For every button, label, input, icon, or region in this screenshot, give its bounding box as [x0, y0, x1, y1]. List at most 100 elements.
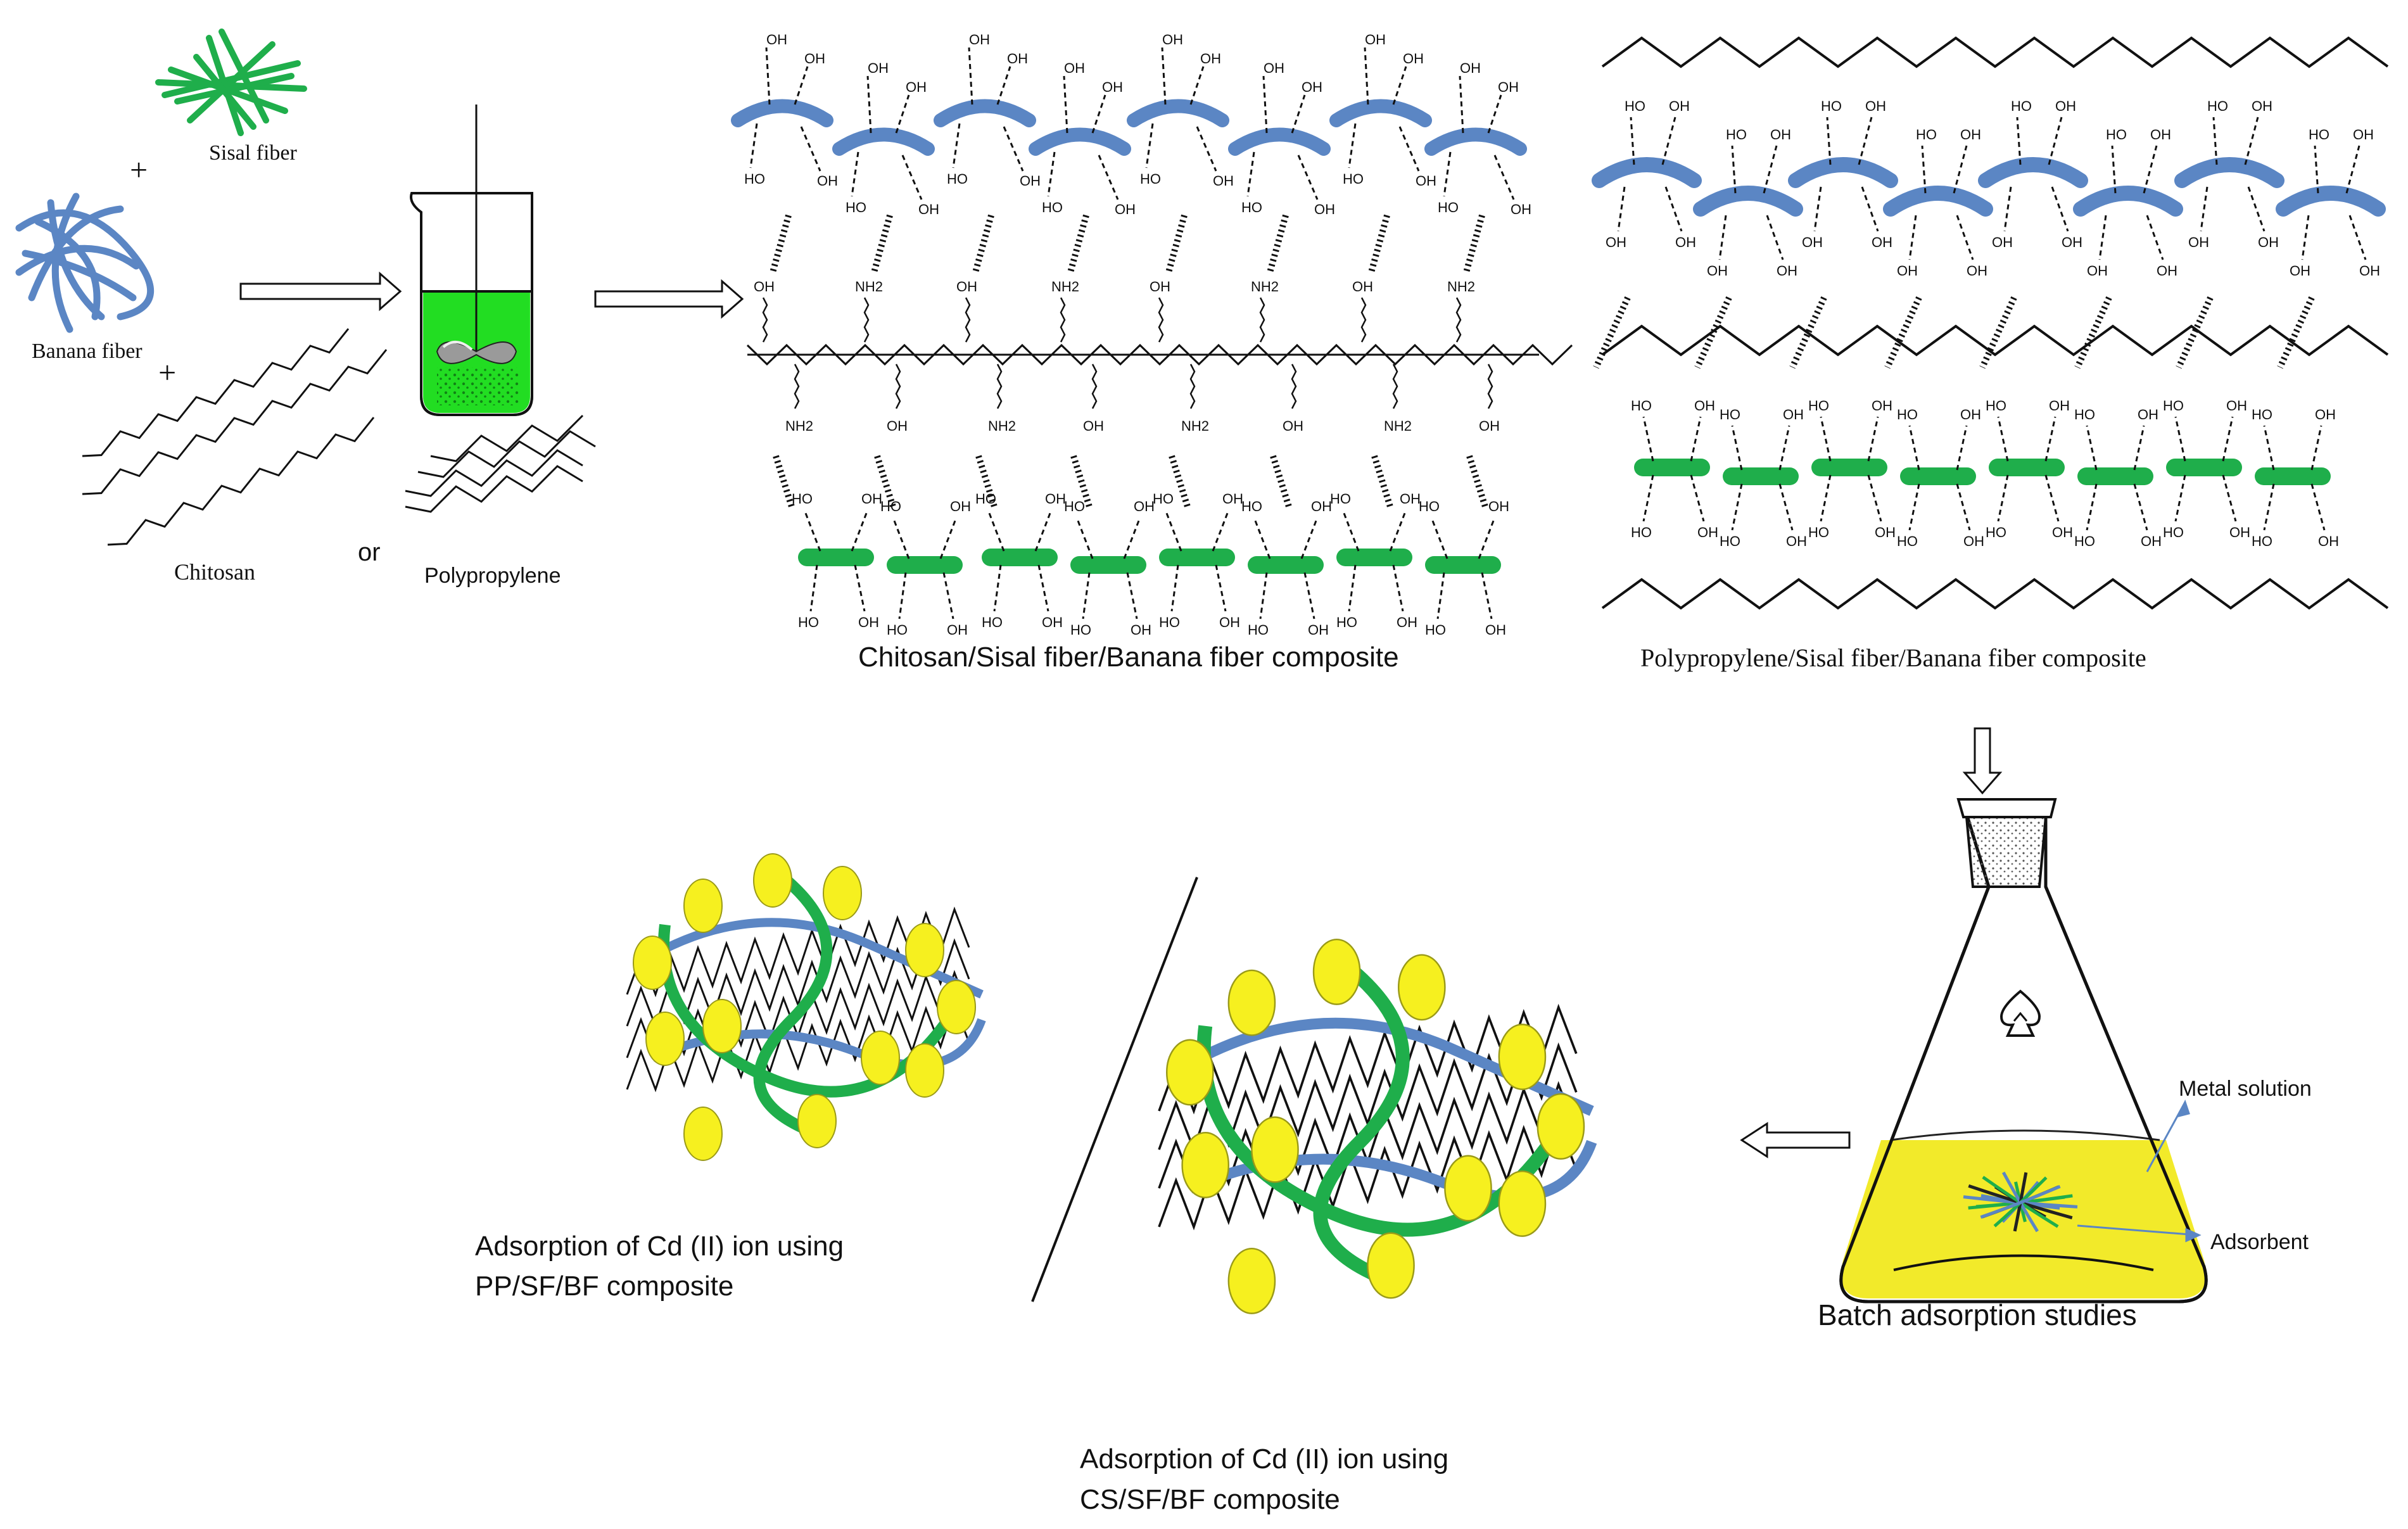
adsorbent-fiber — [1980, 1184, 2061, 1219]
group-label: OH — [918, 201, 939, 217]
wavy-bond — [863, 297, 870, 343]
group-label: OH — [1707, 263, 1728, 279]
group-label: OH — [2141, 533, 2162, 549]
wavy-bond — [1291, 364, 1297, 409]
group-label: HO — [2252, 533, 2272, 549]
group-label: OH — [2087, 263, 2108, 279]
polypropylene-chain — [430, 414, 584, 462]
dashed-bond — [1196, 126, 1217, 172]
sisal-fiber-label: Sisal fiber — [209, 141, 297, 165]
dashed-bond — [1661, 117, 1676, 165]
cd-ion — [1537, 1093, 1585, 1160]
dashed-bond — [1997, 474, 2009, 522]
dashed-bond — [1297, 155, 1319, 200]
hydrogen-bond — [1067, 214, 1089, 274]
batch-adsorption-label: Batch adsorption studies — [1818, 1298, 2137, 1331]
sisal-fiber-segment — [2166, 459, 2242, 476]
dashed-bond — [1813, 186, 1822, 232]
dashed-bond — [942, 572, 954, 619]
dashed-bond — [1908, 215, 1917, 260]
dashed-bond — [2200, 186, 2208, 232]
cd-ion — [702, 999, 742, 1053]
banana-fiber-segment — [934, 99, 1036, 127]
group-label: OH — [1365, 32, 1386, 48]
group-label: NH2 — [1447, 279, 1475, 295]
group-label: OH — [1352, 279, 1373, 295]
hydrogen-bond — [871, 214, 893, 274]
cd-ion — [823, 866, 862, 920]
dashed-bond — [1867, 416, 1879, 462]
or-label: or — [358, 538, 381, 566]
banana-fiber-segment — [1029, 127, 1131, 156]
beaker-icon — [410, 105, 533, 416]
dashed-bond — [898, 572, 907, 619]
chitosan-chain — [82, 349, 388, 495]
group-label: OH — [887, 418, 908, 434]
hydrogen-bond — [874, 455, 896, 508]
cd-ion — [937, 980, 976, 1034]
banana-fiber-segment — [2276, 186, 2386, 217]
dashed-bond — [2314, 145, 2319, 194]
dashed-bond — [1858, 117, 1873, 165]
cd-ion — [1251, 1116, 1299, 1183]
dashed-bond — [901, 155, 923, 200]
dashed-bond — [1075, 517, 1094, 559]
group-label: HO — [880, 498, 901, 514]
chitosan-backbone — [746, 343, 1573, 366]
polypropylene-composite-label: Polypropylene/Sisal fiber/Banana fiber c… — [1640, 644, 2146, 672]
dashed-bond — [2263, 425, 2275, 471]
group-label: HO — [1631, 398, 1652, 414]
group-label: OH — [1403, 51, 1424, 67]
group-label: HO — [1419, 498, 1440, 514]
group-label: OH — [1162, 32, 1183, 48]
wavy-bond — [1487, 364, 1493, 409]
cd-ion — [645, 1012, 685, 1066]
group-label: OH — [1213, 173, 1234, 189]
sisal-fiber-segment — [1425, 556, 1501, 574]
dashed-bond — [2111, 145, 2117, 194]
group-label: OH — [1669, 98, 1690, 114]
group-label: OH — [1264, 60, 1284, 76]
group-label: OH — [1134, 498, 1155, 514]
hydrogen-bond — [975, 455, 998, 508]
dashed-bond — [1778, 425, 1790, 471]
dashed-bond — [2263, 483, 2275, 531]
group-label: OH — [2359, 263, 2380, 279]
sisal-fiber-segment — [2255, 467, 2331, 485]
dashed-bond — [1443, 151, 1452, 197]
dashed-bond — [1436, 572, 1445, 619]
banana-fiber-segment — [2174, 157, 2284, 188]
group-label: NH2 — [1384, 418, 1412, 434]
dashed-bond — [1908, 425, 1920, 471]
group-label: HO — [1336, 614, 1357, 630]
group-label: OH — [1222, 491, 1243, 507]
group-label: OH — [1488, 498, 1509, 514]
group-label: OH — [1460, 60, 1481, 76]
group-label: HO — [1064, 498, 1085, 514]
group-label: OH — [2062, 234, 2082, 250]
dashed-bond — [1861, 186, 1879, 232]
dashed-bond — [2310, 425, 2322, 471]
chitosan-label: Chitosan — [174, 559, 255, 585]
group-label: HO — [2207, 98, 2228, 114]
cd-ion — [633, 936, 672, 990]
dashed-bond — [996, 66, 1011, 105]
group-label: OH — [1083, 418, 1104, 434]
group-label: HO — [1916, 127, 1937, 143]
sisal-fiber-strand — [753, 869, 833, 1139]
dashed-bond — [1630, 117, 1635, 165]
dashed-bond — [2086, 483, 2098, 531]
group-label: OH — [1416, 173, 1436, 189]
sisal-fiber-segment — [887, 556, 963, 574]
dashed-bond — [854, 564, 866, 612]
group-label: OH — [2229, 524, 2250, 540]
hydrogen-bond — [1371, 455, 1393, 508]
group-label: HO — [1425, 622, 1446, 638]
hydrogen-bond — [773, 455, 795, 508]
group-label: HO — [1726, 127, 1747, 143]
group-label: HO — [982, 614, 1003, 630]
group-label: HO — [975, 491, 996, 507]
dashed-bond — [2016, 117, 2022, 165]
dashed-bond — [2044, 416, 2056, 462]
dashed-bond — [1778, 483, 1794, 531]
